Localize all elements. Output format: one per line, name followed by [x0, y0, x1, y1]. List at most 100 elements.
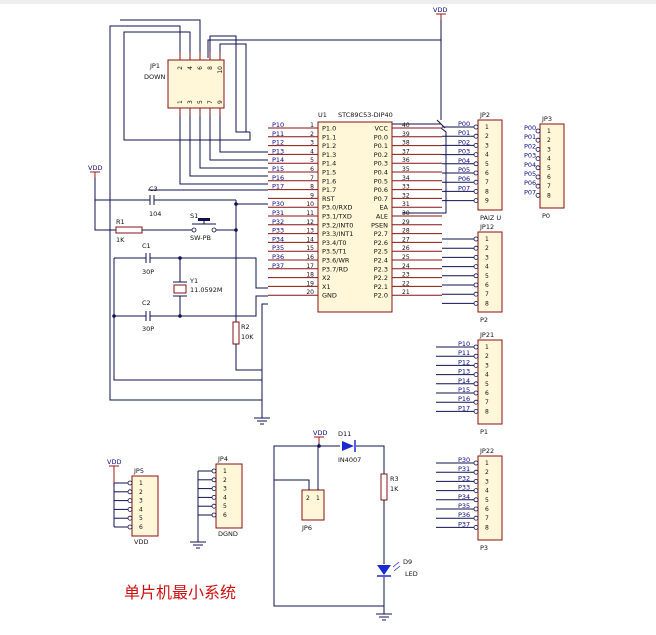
mcu-pin-5-name: P1.4	[322, 160, 336, 168]
header-jp21-pin-7: 7	[485, 399, 489, 406]
net-label-P11: P11	[458, 349, 470, 357]
net-label-P07: P07	[458, 184, 470, 192]
mcu-pin-11-name: P3.1/TXD	[322, 213, 352, 221]
mcu-pin-16-num: 16	[306, 254, 314, 261]
header-jp12-pin-7: 7	[485, 291, 489, 298]
mcu-pin-22-num: 22	[402, 280, 410, 287]
mcu-ref: U1	[318, 111, 327, 119]
header-jp4-pin-3: 3	[223, 486, 227, 493]
net-label-P16: P16	[458, 395, 470, 403]
d9-ref: D9	[403, 558, 412, 566]
c2-value: 30P	[142, 325, 154, 333]
header-jp5-ref: JP5	[133, 467, 144, 475]
net-label-P16: P16	[272, 174, 284, 182]
y1-ref: Y1	[189, 277, 198, 285]
header-pin-ring	[535, 183, 541, 189]
mcu-pin-24-name: P2.3	[374, 265, 388, 273]
header-pin-ring	[473, 273, 479, 279]
header-jp3-pin-8: 8	[547, 192, 551, 199]
header-jp22-pin-4: 4	[485, 488, 489, 495]
header-jp12-ref: JP12	[479, 223, 494, 231]
jp1-bottom-pin-9: 9	[217, 100, 224, 104]
header-jp3-pin-7: 7	[547, 183, 551, 190]
mcu-pin-3-num: 3	[310, 140, 314, 147]
header-jp3-pin-5: 5	[547, 165, 551, 172]
jp6-pin-1: 1	[316, 495, 320, 502]
header-jp5-pin-2: 2	[139, 489, 143, 496]
mcu-pin-40-name: VCC	[374, 125, 388, 133]
header-pin-ring	[211, 512, 217, 518]
net-label-P04: P04	[458, 157, 470, 165]
jp1-top-pin-10: 10	[217, 66, 224, 74]
mcu-pin-8-name: P1.7	[322, 186, 336, 194]
jp6-ref: JP6	[301, 524, 312, 532]
jp1-bottom-pin-1: 1	[177, 100, 184, 104]
mcu-pin-14-num: 14	[306, 236, 314, 243]
header-pin-ring	[473, 282, 479, 288]
net-label-P10: P10	[272, 121, 284, 129]
mcu-pin-31-num: 31	[402, 201, 410, 208]
mcu-pin-4-name: P1.3	[322, 151, 336, 159]
net-label-P07: P07	[524, 188, 536, 196]
mcu-pin-4-num: 4	[310, 148, 314, 155]
header-jp3-pin-1: 1	[547, 128, 551, 135]
mcu-pin-11-num: 11	[306, 210, 314, 217]
header-jp2-ref: JP2	[479, 111, 490, 119]
header-jp22-pin-5: 5	[485, 497, 489, 504]
header-pin-ring	[473, 460, 479, 466]
net-label-P14: P14	[272, 156, 284, 164]
header-jp21-pin-8: 8	[485, 408, 489, 415]
mcu-pin-20-num: 20	[306, 289, 314, 296]
net-label-P06: P06	[458, 175, 470, 183]
header-pin-ring	[211, 503, 217, 509]
header-jp12-pin-1: 1	[485, 236, 489, 243]
mcu-pin-22-name: P2.1	[374, 283, 388, 291]
c1-ref: C1	[142, 242, 151, 250]
mcu-pin-8-num: 8	[310, 184, 314, 191]
net-label-P37: P37	[458, 520, 470, 528]
header-jp22-ref: JP22	[479, 447, 494, 455]
mcu-pin-30-name: ALE	[376, 213, 388, 221]
jp1-top-pin-2: 2	[177, 66, 184, 70]
header-pin-ring	[473, 515, 479, 521]
header-pin-ring	[473, 170, 479, 176]
mcu-pin-29-name: PSEN	[371, 221, 388, 229]
net-label-P17: P17	[458, 404, 470, 412]
c1-value: 30P	[142, 268, 154, 276]
mcu-pin-35-num: 35	[402, 166, 410, 173]
mcu-pin-38-name: P0.1	[374, 142, 388, 150]
mcu-pin-32-name: P0.7	[374, 195, 388, 203]
header-pin-ring	[473, 245, 479, 251]
net-label-P04: P04	[524, 161, 536, 169]
vdd-power-symbol: VDD	[313, 429, 327, 443]
net-label-P32: P32	[272, 218, 284, 226]
mcu-pin-28-name: P2.7	[374, 230, 388, 238]
y1-value: 11.0592M	[190, 286, 223, 294]
net-label-P35: P35	[272, 244, 284, 252]
r3-value: 1K	[390, 485, 399, 493]
header-jp2-pin-6: 6	[485, 170, 489, 177]
header-jp2-pin-2: 2	[485, 133, 489, 140]
r3-ref: R3	[390, 475, 399, 483]
net-label-P03: P03	[458, 148, 470, 156]
net-label-P02: P02	[524, 142, 536, 150]
jp1-value: DOWN	[144, 73, 166, 81]
header-pin-ring	[535, 174, 541, 180]
mcu-pin-19-name: X1	[322, 283, 331, 291]
mcu-pin-9-num: 9	[310, 192, 314, 199]
mcu-pin-12-num: 12	[306, 219, 314, 226]
mcu-pin-5-num: 5	[310, 157, 314, 164]
net-label-P37: P37	[272, 262, 284, 270]
header-jp12-pin-3: 3	[485, 254, 489, 261]
header-pin-ring	[473, 381, 479, 387]
c2-ref: C2	[142, 299, 151, 307]
mcu-pin-2-name: P1.1	[322, 133, 336, 141]
header-jp4-pin-2: 2	[223, 477, 227, 484]
diode-d11: D11 IN4007	[338, 430, 361, 464]
mcu-pin-7-name: P1.6	[322, 177, 336, 185]
header-jp12-pin-5: 5	[485, 273, 489, 280]
header-pin-ring	[473, 142, 479, 148]
resistor-r2: R2 10K	[232, 321, 254, 345]
